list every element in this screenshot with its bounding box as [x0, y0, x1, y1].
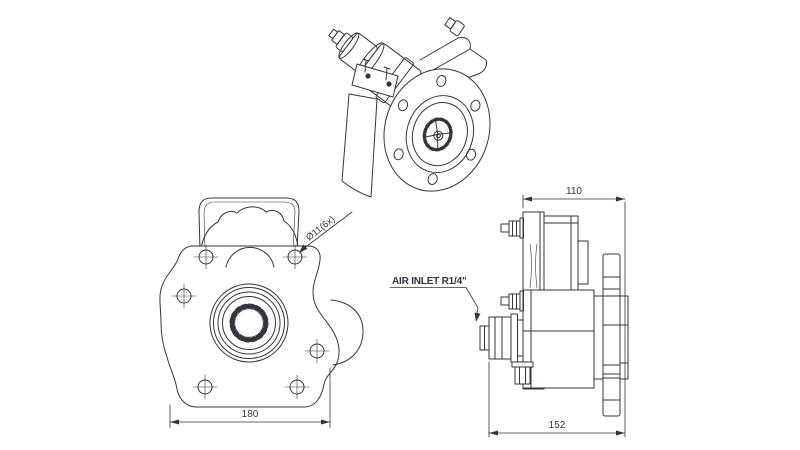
bolt-hole	[397, 99, 409, 112]
stud-nut-top	[500, 217, 524, 239]
drain-nut	[511, 361, 534, 385]
dimension-arrow	[616, 196, 625, 202]
output-spline-bore	[209, 283, 289, 363]
dimension-arrow	[170, 419, 179, 425]
housing-cover	[200, 206, 299, 249]
width-dimension-180: 180	[169, 367, 331, 428]
bolt-hole	[465, 148, 477, 161]
shaft-hub	[619, 295, 629, 380]
bolt-hole	[192, 374, 218, 400]
isometric-view	[328, 17, 491, 198]
length-dimension-152: 152	[488, 361, 626, 438]
dimension-arrow	[489, 430, 498, 436]
side-view: 110 152 AIR INLET R1/4"	[389, 186, 629, 438]
mounting-bracket	[198, 197, 300, 251]
output-flange-profile	[602, 253, 629, 417]
output-flange	[383, 68, 491, 192]
air-inlet-callout-text: AIR INLET R1/4"	[392, 276, 467, 287]
side-depth-dimension-text: 110	[566, 186, 582, 197]
front-width-dimension-text: 180	[242, 409, 259, 420]
bolt-hole	[193, 244, 219, 270]
bolt-hole	[427, 173, 438, 185]
top-stud	[444, 17, 465, 37]
depth-dimension-110: 110	[522, 186, 626, 438]
leader-arrow	[474, 312, 481, 322]
bolt-hole	[304, 338, 330, 364]
flange-neck	[593, 295, 604, 380]
bolt-hole	[284, 374, 310, 400]
bolt-hole	[470, 99, 481, 112]
spline-teeth	[229, 303, 269, 343]
stud-nut-middle	[500, 290, 524, 312]
leader-arrow	[299, 244, 308, 253]
air-inlet-port	[479, 313, 524, 363]
bolt-hole	[393, 148, 404, 161]
screw-head	[386, 81, 392, 87]
mounting-flange	[159, 245, 340, 408]
dimension-arrow	[616, 430, 625, 436]
screw-head	[365, 73, 371, 79]
bolt-hole	[171, 283, 197, 309]
air-inlet-callout: AIR INLET R1/4"	[389, 276, 481, 322]
bolt-hole	[436, 75, 447, 87]
housing-step	[577, 240, 589, 285]
bolt-hole-callout-text: Ø11(6x)	[304, 214, 337, 243]
dimension-arrow	[321, 419, 330, 425]
internal-gear	[422, 117, 453, 152]
side-length-dimension-text: 152	[549, 420, 566, 431]
upper-housing	[543, 215, 589, 291]
bolt-holes	[171, 244, 330, 400]
dome-arc	[225, 247, 275, 268]
bolt-hole	[282, 244, 308, 270]
housing-body	[341, 93, 378, 198]
bracket-plate	[351, 58, 399, 98]
front-view: Ø11(6x) 180	[159, 197, 364, 428]
lower-housing	[522, 289, 604, 389]
side-bump	[330, 299, 364, 366]
dimension-arrow	[523, 196, 532, 202]
